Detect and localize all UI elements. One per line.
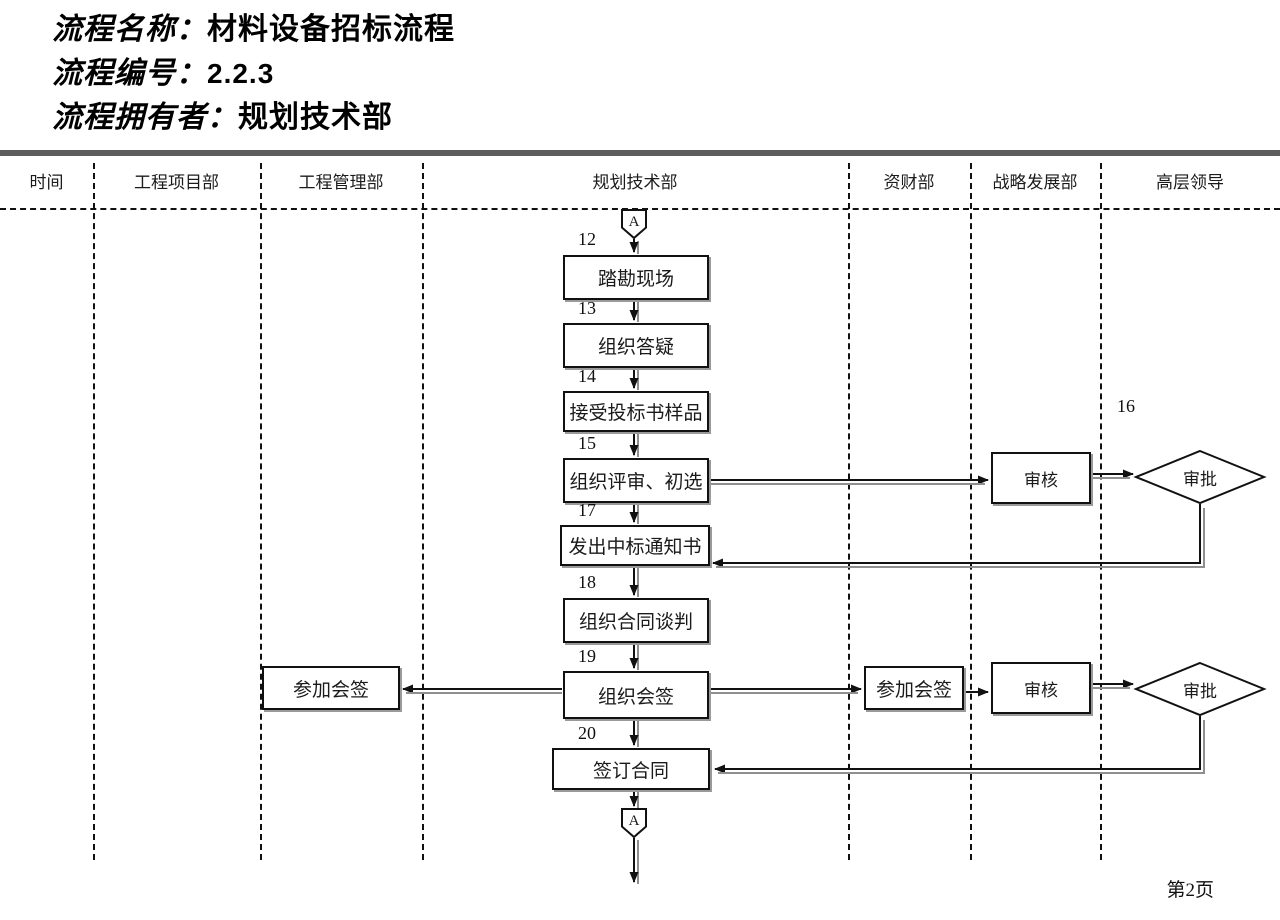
arrow-approve16-to-17-shadow [716, 508, 1205, 568]
process-box-c19[interactable]: 参加会签 [864, 666, 964, 710]
lane-header-exec: 高层领导 [1156, 173, 1224, 192]
diamond-shape [1133, 661, 1267, 717]
step-number-s17: 17 [578, 500, 596, 520]
step-number-s13: 13 [578, 298, 596, 318]
lane-header-strategy: 战略发展部 [992, 173, 1078, 192]
process-box-n20[interactable]: 签订合同 [552, 748, 710, 790]
pentagon-shape [621, 209, 647, 240]
step-number-s15: 15 [578, 433, 596, 453]
lane-header-plan: 规划技术部 [592, 173, 678, 192]
process-name-value: 材料设备招标流程 [207, 13, 455, 46]
offpage-connector-a-top[interactable]: A [621, 209, 647, 240]
process-box-f19[interactable]: 审核 [991, 662, 1091, 714]
lane-header-proj: 工程项目部 [134, 173, 219, 192]
arrow-approve16-to-17 [712, 504, 1201, 568]
lane-separator-plan [848, 163, 850, 860]
lane-header-finance: 资财部 [883, 173, 935, 192]
process-name-line: 流程名称：材料设备招标流程 [52, 8, 752, 52]
header-divider-rule [0, 150, 1280, 156]
process-box-n15[interactable]: 组织评审、初选 [563, 458, 709, 503]
arrow-lines [402, 239, 1205, 883]
lane-separator-finance [970, 163, 972, 860]
lane-header-time: 时间 [29, 173, 64, 192]
offpage-connector-a-bottom[interactable]: A [621, 808, 647, 839]
process-code-line: 流程编号：2.2.3 [52, 52, 752, 96]
process-box-n17[interactable]: 发出中标通知书 [560, 525, 710, 566]
pentagon-shape [621, 808, 647, 839]
process-box-n18[interactable]: 组织合同谈判 [563, 598, 709, 643]
lane-header-mgmt: 工程管理部 [298, 173, 384, 192]
lane-separator-mgmt [422, 163, 424, 860]
lane-separator-proj [260, 163, 262, 860]
arrow-approve19-to-20-shadow [718, 720, 1205, 774]
decision-diamond-d16[interactable]: 审批 [1133, 449, 1267, 505]
step-number-s14: 14 [578, 366, 596, 386]
process-owner-value: 规划技术部 [238, 101, 393, 134]
process-box-f15[interactable]: 审核 [991, 452, 1091, 504]
page-number: 第2页 [1166, 880, 1214, 901]
step-number-s19: 19 [578, 646, 596, 666]
step-number-s12: 12 [578, 229, 596, 249]
process-code-label: 流程编号： [52, 57, 207, 90]
step-number-s16: 16 [1117, 396, 1135, 416]
step-number-s18: 18 [578, 572, 596, 592]
lane-separator-time [93, 163, 95, 860]
process-owner-line: 流程拥有者：规划技术部 [52, 96, 752, 140]
process-owner-label: 流程拥有者： [52, 101, 238, 134]
step-number-s20: 20 [578, 723, 596, 743]
lane-separator-strategy [1100, 163, 1102, 860]
document-title-block: 流程名称：材料设备招标流程 流程编号：2.2.3 流程拥有者：规划技术部 [52, 8, 752, 140]
process-box-n13[interactable]: 组织答疑 [563, 323, 709, 368]
process-box-p19[interactable]: 参加会签 [262, 666, 400, 710]
arrow-approve19-to-20 [714, 716, 1201, 774]
process-name-label: 流程名称： [52, 13, 207, 46]
decision-diamond-d19[interactable]: 审批 [1133, 661, 1267, 717]
process-code-value: 2.2.3 [207, 58, 275, 89]
process-box-n14[interactable]: 接受投标书样品 [563, 391, 709, 432]
diamond-shape [1133, 449, 1267, 505]
process-box-n19[interactable]: 组织会签 [563, 671, 709, 719]
process-box-n12[interactable]: 踏勘现场 [563, 255, 709, 300]
